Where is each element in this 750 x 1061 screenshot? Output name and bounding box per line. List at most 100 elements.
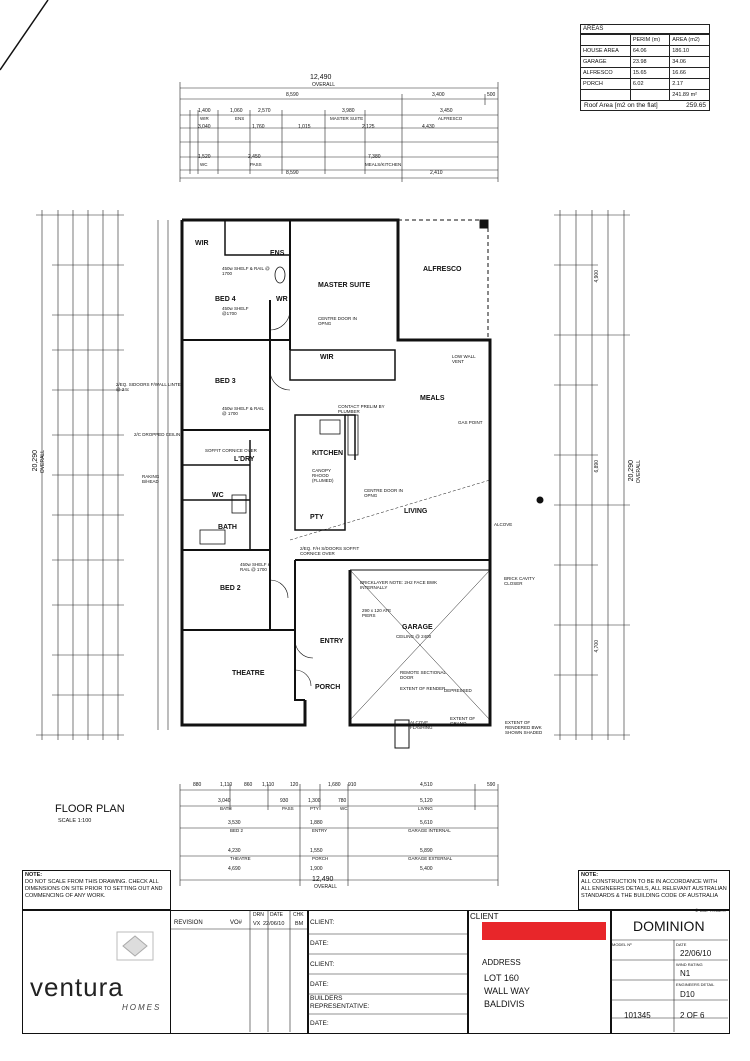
job-number: 101345 [624, 1011, 651, 1020]
bottom-row3-dim: 1,880 [310, 820, 323, 826]
bottom-row4-label: PORCH [312, 856, 329, 861]
plan-scale: SCALE 1:100 [58, 818, 92, 824]
bottom-row4-dim: 4,230 [228, 848, 241, 854]
areas-col-1: PERIM (m) [629, 34, 671, 46]
right-overall-label: OVERALL [636, 460, 642, 484]
note-depressed: DEPRESSED [444, 688, 472, 693]
area-name: PORCH [580, 78, 631, 90]
room-living: LIVING [404, 508, 428, 515]
bottom-row1-dim: 1,110 [220, 782, 233, 788]
area-perim: 6.02 [629, 78, 671, 90]
date-line-1[interactable]: DATE: [310, 940, 329, 947]
client-line-2[interactable]: CLIENT: [310, 961, 335, 968]
rev-chk: BM [295, 921, 304, 927]
area-perim: 64.06 [629, 45, 671, 57]
roof-area-value: 259.65 [686, 102, 706, 109]
row1-label: WIR [200, 116, 209, 121]
table-row: PORCH 6.02 2.17 [580, 78, 710, 90]
note-centre-door-2: CENTRE DOOR IN OPNG [364, 488, 404, 498]
model-no-label: MODEL Nº [612, 942, 632, 947]
bottom-row2-label: WC [340, 806, 348, 811]
room-bed3: BED 3 [215, 378, 236, 385]
note-grano: EXTENT OF GRANO [450, 716, 476, 726]
row1-dim: 1,400 [198, 108, 211, 114]
areas-col-0 [580, 34, 631, 46]
room-pty: PTY [310, 514, 324, 521]
engineers-label: ENGINEERS DETAIL [676, 982, 715, 987]
bottom-row2-label: LIVING [418, 806, 433, 811]
note-ceiling: CEILING @ 2400 [396, 634, 432, 639]
client-address-box [467, 910, 612, 1034]
room-wir-2: WIR [320, 354, 334, 361]
left-overall-dim: 20,290 [32, 450, 39, 472]
area-perim: 23.98 [629, 56, 671, 68]
room-entry: ENTRY [320, 638, 344, 645]
room-bed2: BED 2 [220, 585, 241, 592]
top-split-2: 500 [487, 92, 496, 98]
row4-dim: 2,410 [430, 170, 443, 176]
note-left-text: DO NOT SCALE FROM THIS DRAWING. CHECK AL… [25, 879, 163, 899]
note-raking: RAKING B/HEAD [142, 474, 160, 484]
bottom-row4-label: GARAGE EXTERNAL [408, 856, 453, 861]
builders-rep[interactable]: BUILDERS REPRESENTATIVE: [310, 995, 370, 1010]
row1-label: ALFRESCO [438, 116, 463, 121]
note-fh-sdoors: 2/EQ. F/H S/DOORS SOFFIT CORNICE OVER [300, 546, 360, 556]
row3-label: MEALS/KITCHEN [365, 162, 402, 167]
client-line-1[interactable]: CLIENT: [310, 919, 335, 926]
logo-mark [116, 931, 154, 961]
note-left-title: NOTE: [25, 872, 43, 878]
rev-header-vo: VO# [230, 920, 243, 926]
client-signoff [307, 910, 469, 1034]
bottom-overall-label: OVERALL [314, 884, 338, 890]
date-line-2[interactable]: DATE: [310, 981, 329, 988]
top-split-1: 3,400 [432, 92, 445, 98]
date-line-3[interactable]: DATE: [310, 1020, 329, 1027]
bottom-row1-dim: 910 [348, 782, 357, 788]
note-left-box: NOTE: DO NOT SCALE FROM THIS DRAWING. CH… [22, 870, 171, 910]
note-right-title: NOTE: [581, 872, 599, 878]
left-dimension-lines [36, 210, 169, 740]
note-sdoors: 2/EQ. SIDOORS F/WALL LINTEL @ 24c [116, 382, 184, 392]
row1-dim: 1,060 [230, 108, 243, 114]
room-bath: BATH [218, 524, 237, 531]
rev-header-date: DATE [270, 912, 283, 918]
room-meals: MEALS [420, 395, 445, 402]
row2-dim: 3,040 [198, 124, 211, 130]
right-split-1: 6,890 [594, 460, 600, 473]
bottom-row1-dim: 1,110 [262, 782, 275, 788]
rev-drn: VX [253, 921, 261, 927]
area-value: 186.10 [669, 45, 710, 57]
note-shelf: 450w SHELF @1700 [222, 306, 249, 316]
note-alcove: ALCOVE [494, 522, 513, 527]
row3-label: WC [200, 162, 208, 167]
address-line-2: WALL WAY [484, 986, 530, 996]
note-extent-render: EXTENT OF RENDER [400, 686, 446, 691]
room-wc: WC [212, 492, 224, 499]
rev-date: 22/06/10 [263, 921, 285, 927]
room-wr: WR [276, 296, 288, 303]
top-dimension-lines [179, 82, 499, 182]
note-remote-door: REMOTE SECTIONAL DOOR [400, 670, 446, 680]
rev-header-chk: CHK [293, 912, 304, 918]
bottom-row3-dim: 5,610 [420, 820, 433, 826]
row3-label: PASS [250, 162, 262, 167]
room-alfresco: ALFRESCO [423, 266, 462, 273]
bottom-row2-dim: 930 [280, 798, 289, 804]
bottom-row2-dim: 5,120 [420, 798, 433, 804]
bottom-row2-dim: 3,040 [218, 798, 231, 804]
date-value: 22/06/10 [680, 949, 712, 958]
revision-grid [170, 910, 307, 1032]
bottom-row2-label: BATH [220, 806, 232, 811]
room-bed4: BED 4 [215, 296, 236, 303]
row3-dim: 2,450 [248, 154, 261, 160]
right-overall-dim: 20,290 [628, 460, 635, 482]
bottom-row1-dim: 860 [244, 782, 253, 788]
bottom-row4-dim: 5,890 [420, 848, 433, 854]
note-piers: 290 x 120 ATE PIERS [362, 608, 392, 618]
roof-area-label: Roof Area [m2 on the flat] [584, 102, 658, 109]
corner-mark [0, 0, 49, 71]
row4-dim: 8,590 [286, 170, 299, 176]
bottom-row3-label: BED 2 [230, 828, 244, 833]
bottom-row2-label: PTY [310, 806, 319, 811]
address-line-1: LOT 160 [484, 973, 519, 983]
